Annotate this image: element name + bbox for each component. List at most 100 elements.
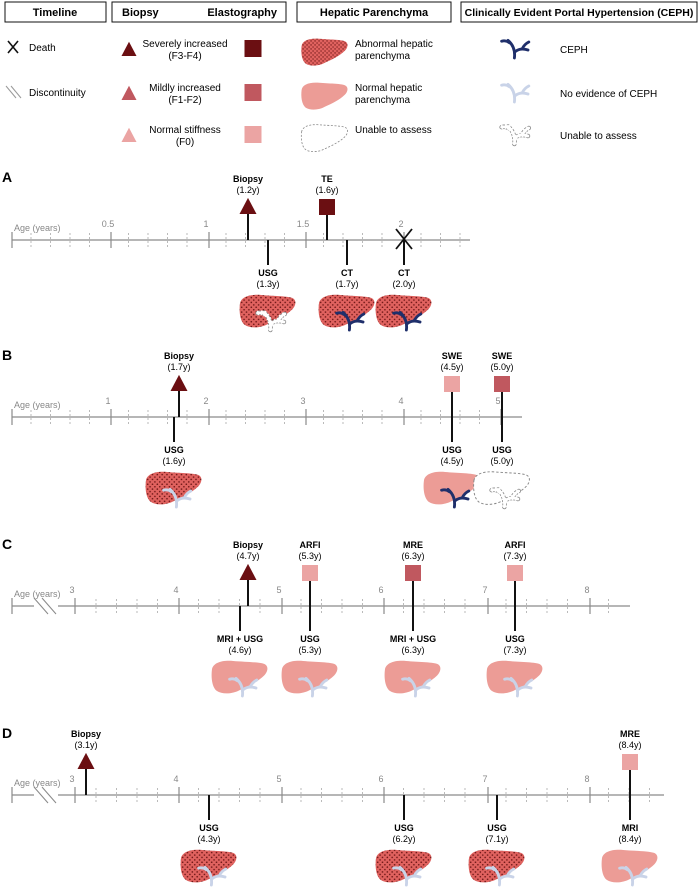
liver-icon	[375, 294, 432, 328]
liver-icon	[601, 849, 658, 883]
tick-label: 2	[203, 396, 208, 406]
stiffness-sublabel: (F1-F2)	[168, 95, 201, 106]
square-marker	[507, 565, 523, 581]
portal-vessel-icon	[500, 38, 531, 60]
liver-icon	[375, 849, 432, 883]
event-time: (4.6y)	[228, 645, 251, 655]
event-time: (4.7y)	[236, 551, 259, 561]
event-time: (1.6y)	[315, 185, 338, 195]
tick-label: 8	[584, 585, 589, 595]
portal-vessel-icon	[618, 865, 649, 887]
event-above: SWE(4.5y)	[440, 351, 464, 417]
tick-label: 4	[173, 774, 178, 784]
square-marker	[494, 376, 510, 392]
square-marker	[244, 84, 262, 101]
portal-vessel-icon	[499, 124, 532, 147]
triangle-marker	[121, 127, 137, 142]
event-label: CT	[398, 268, 410, 278]
break-stroke	[41, 597, 57, 615]
portal-vessel-icon	[298, 676, 329, 698]
event-time: (8.4y)	[618, 740, 641, 750]
event-time: (1.7y)	[335, 279, 358, 289]
tick-label: 5	[276, 585, 281, 595]
liver-shape	[468, 849, 525, 883]
portal-vessel-icon	[503, 676, 534, 698]
liver-icon	[300, 124, 348, 153]
legend-header-timeline: Timeline	[33, 7, 77, 19]
panel-letter: B	[2, 347, 12, 363]
event-time: (2.0y)	[392, 279, 415, 289]
liver-shape	[375, 294, 432, 328]
stiffness-sublabel: (F0)	[176, 137, 194, 148]
parenchyma-label: Normal hepatic	[355, 83, 422, 94]
vessel-path	[618, 865, 649, 887]
event-label: Biopsy	[233, 174, 263, 184]
panel-letter: D	[2, 725, 12, 741]
event-below: USG(6.2y)	[375, 795, 432, 887]
triangle-marker	[121, 41, 137, 56]
event-below: USG(4.3y)	[180, 795, 237, 887]
event-time: (5.0y)	[490, 456, 513, 466]
axis-label: Age (years)	[14, 223, 61, 233]
event-below: MRI + USG(4.6y)	[211, 606, 268, 698]
event-label: USG	[164, 445, 184, 455]
event-below: USG(7.3y)	[486, 606, 543, 698]
tick-label: 3	[300, 396, 305, 406]
event-label: USG	[442, 445, 462, 455]
tick-label: 3	[69, 585, 74, 595]
liver-icon	[486, 660, 543, 694]
liver-shape	[486, 660, 543, 694]
vessel-path	[503, 676, 534, 698]
event-label: MRE	[403, 540, 423, 550]
legend-header-biopsy: Biopsy	[122, 7, 160, 19]
liver-shape	[301, 38, 348, 66]
break-stroke	[33, 597, 49, 615]
event-time: (4.5y)	[440, 456, 463, 466]
portal-vessel-icon	[392, 865, 423, 887]
liver-shape	[211, 660, 268, 694]
event-label: USG	[487, 823, 507, 833]
event-label: USG	[394, 823, 414, 833]
event-above: Biopsy(1.7y)	[164, 351, 194, 417]
legend-header-box-biopsy-elastography	[111, 1, 287, 23]
death-icon	[7, 40, 19, 54]
triangle-marker	[121, 85, 137, 100]
event-time: (7.3y)	[503, 551, 526, 561]
event-time: (1.3y)	[256, 279, 279, 289]
death-icon	[395, 228, 413, 250]
portal-vessel-icon	[255, 310, 288, 333]
event-label: Biopsy	[71, 729, 101, 739]
liver-icon	[423, 471, 480, 505]
liver-shape	[318, 294, 375, 328]
portal-vessel-icon	[401, 676, 432, 698]
event-label: SWE	[492, 351, 513, 361]
vessel-fill	[256, 311, 287, 332]
event-label: USG	[258, 268, 278, 278]
liver-shape	[239, 294, 296, 328]
event-above: Biopsy(1.2y)	[233, 174, 263, 240]
event-time: (4.3y)	[197, 834, 220, 844]
vessel-path	[162, 487, 193, 509]
stiffness-label: Mildly increased	[149, 83, 221, 94]
event-label: TE	[321, 174, 333, 184]
liver-icon	[473, 471, 530, 505]
legend-header-elastography: Elastography	[207, 7, 278, 19]
triangle-marker	[239, 563, 257, 580]
vessel-fill	[500, 125, 531, 146]
discontinuity-icon	[5, 85, 22, 99]
vessel-path	[500, 38, 531, 60]
vessel-fill	[490, 488, 521, 509]
event-below: MRI(8.4y)	[601, 795, 658, 887]
portal-vessel-icon	[335, 310, 366, 332]
tick-label: 0.5	[102, 219, 115, 229]
tick-label: 8	[584, 774, 589, 784]
liver-icon	[384, 660, 441, 694]
tick-label: 5	[495, 396, 500, 406]
portal-vessel-icon	[440, 487, 471, 509]
legend-header-ceph: Clinically Evident Portal Hypertension (…	[465, 7, 694, 19]
event-time: (6.3y)	[401, 645, 424, 655]
parenchyma-sublabel: parenchyma	[355, 95, 410, 106]
event-label: ARFI	[300, 540, 321, 550]
